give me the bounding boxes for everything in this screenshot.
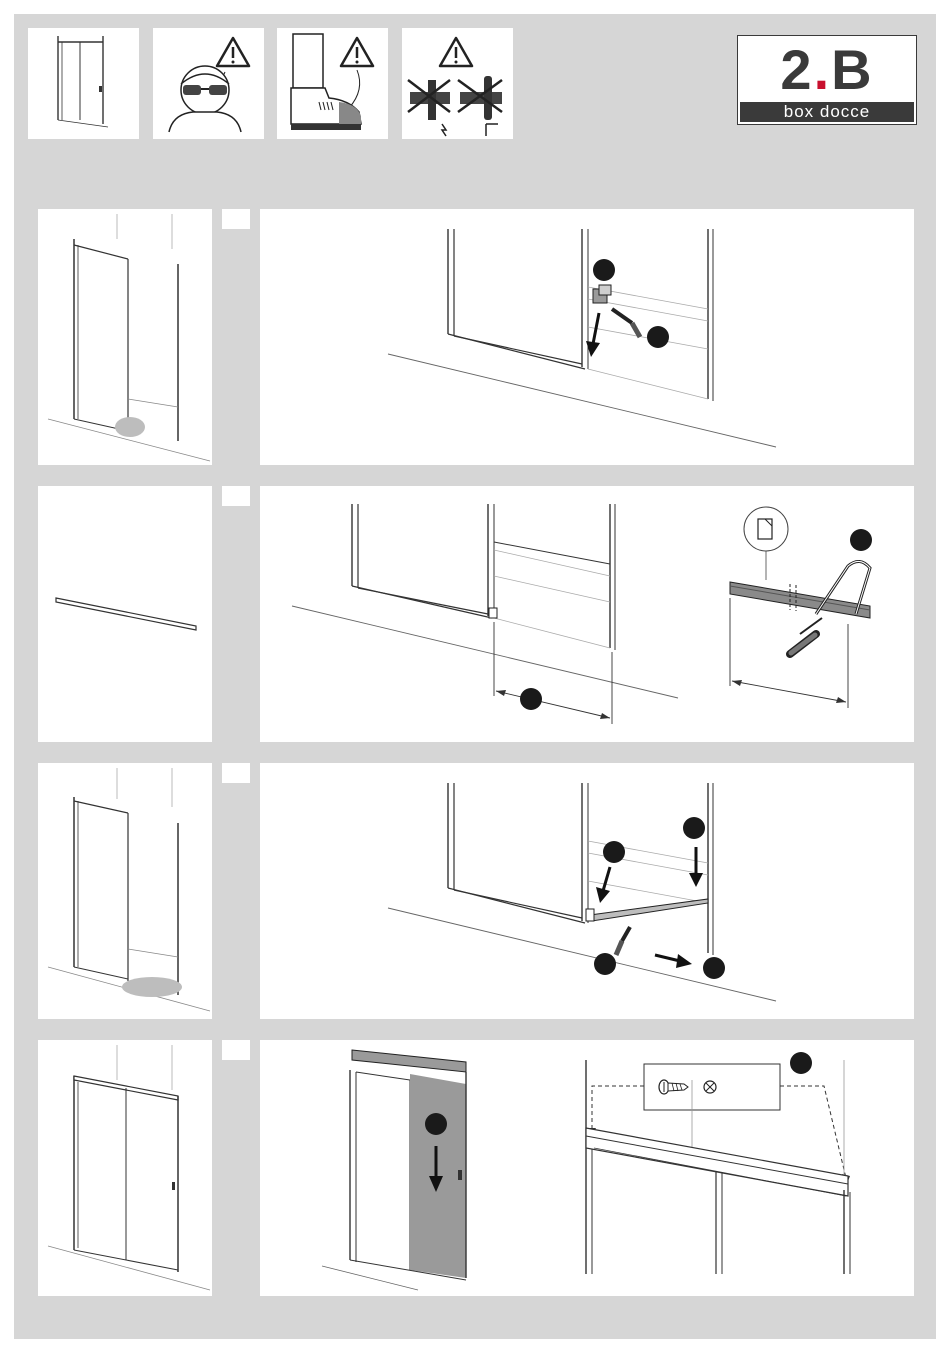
step-2-number-box (222, 486, 250, 506)
clip-icon (593, 285, 611, 303)
screwdriver-icon (616, 927, 630, 955)
tile-shoes (277, 28, 388, 139)
door-product-icon (28, 28, 139, 139)
step-2-overview (38, 486, 212, 742)
logo-char-2: 2 (780, 38, 813, 101)
hardware-callout (644, 1064, 780, 1110)
step-3-marker-a (603, 841, 625, 863)
step-4-number-box (222, 1040, 250, 1060)
step-3-overview-drawing (38, 763, 212, 1019)
step-1-detail-drawing (260, 209, 914, 465)
step-4-overview (38, 1040, 212, 1296)
step-2-detail-drawing (260, 486, 914, 742)
cap-icon (704, 1081, 716, 1093)
top-profile-icon (352, 1050, 466, 1072)
step-1-number-box (222, 209, 250, 229)
step-2-detail (260, 486, 914, 742)
tile-goggles (153, 28, 264, 139)
step-4-detail (260, 1040, 914, 1296)
step-3-detail-drawing (260, 763, 914, 1019)
bottom-guide-icon (586, 899, 708, 921)
step-3-marker-d (703, 957, 725, 979)
logo-tagline: box docce (740, 102, 914, 122)
step-3-detail (260, 763, 914, 1019)
no-drilling-pipes-icon (402, 28, 513, 139)
brand-logo: 2.B box docce (737, 35, 917, 125)
logo-char-b: B (831, 38, 873, 101)
logo-wordmark: 2.B (738, 42, 916, 98)
step-4-overview-drawing (38, 1040, 212, 1296)
tile-no-drill (402, 28, 513, 139)
tile-product (28, 28, 139, 139)
step-3-overview (38, 763, 212, 1019)
step-2-marker-measure (520, 688, 542, 710)
logo-dot: . (814, 38, 832, 101)
step-1-overview (38, 209, 212, 465)
step-1-overview-drawing (38, 209, 212, 465)
step-2-overview-drawing (38, 486, 212, 742)
step-1-detail (260, 209, 914, 465)
profile-bar-icon (730, 582, 870, 618)
arrow-right-icon (655, 954, 692, 968)
safety-shoes-icon (277, 28, 388, 139)
step-3-marker-b (683, 817, 705, 839)
measure-icon (494, 622, 612, 724)
step-3-marker-c (594, 953, 616, 975)
step-2-marker-saw (850, 529, 872, 551)
cut-detail-callout (744, 507, 788, 580)
step-4-detail-drawing (260, 1040, 914, 1296)
step-4-marker-b (790, 1052, 812, 1074)
screwdriver-icon (612, 309, 640, 337)
step-4-marker-a (425, 1113, 447, 1135)
step-1-marker-a (593, 259, 615, 281)
step-3-number-box (222, 763, 250, 783)
step-1-marker-b (647, 326, 669, 348)
safety-goggles-icon (153, 28, 264, 139)
